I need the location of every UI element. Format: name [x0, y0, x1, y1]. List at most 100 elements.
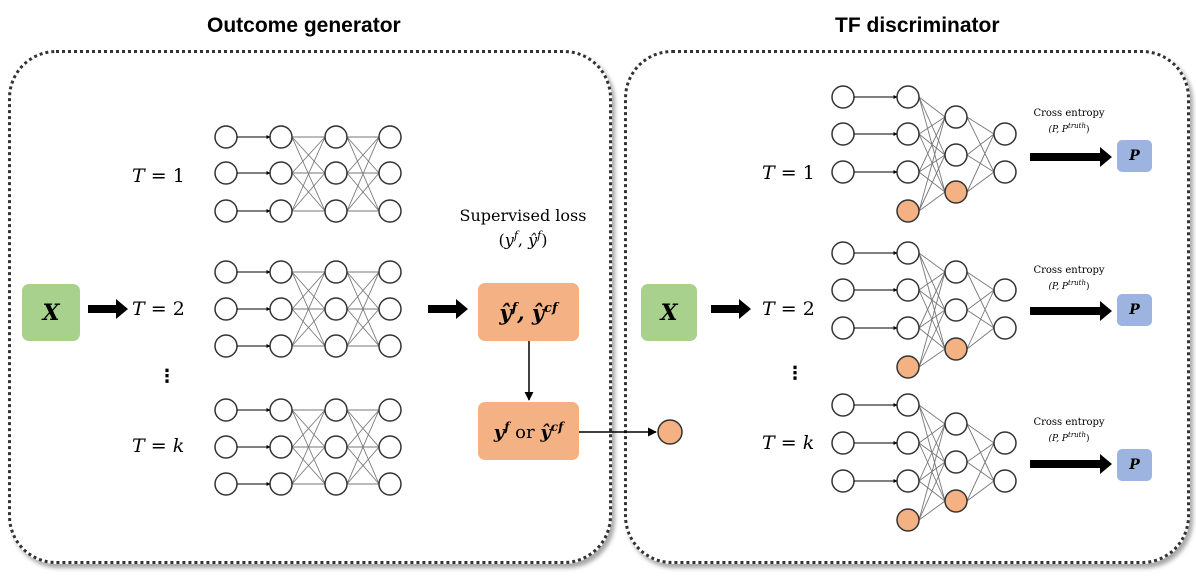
network-node	[269, 435, 293, 459]
network-node	[944, 298, 968, 322]
discriminator-label-t1: T = 1	[762, 162, 815, 184]
generator-ellipsis: ⋮	[158, 366, 176, 387]
network-edge	[291, 136, 326, 212]
network-node	[324, 297, 348, 321]
cross-entropy-label-3: Cross entropy (P, Ptruth)	[1033, 417, 1105, 444]
network-edge	[918, 404, 946, 425]
outcome-box: ŷf, ŷcf	[478, 283, 579, 341]
network-edge	[291, 308, 326, 347]
network-node	[324, 161, 348, 185]
network-node	[896, 241, 920, 265]
generator-output-arrow	[428, 299, 468, 319]
network-node	[896, 469, 920, 493]
network-edge	[966, 116, 995, 135]
network-node	[831, 431, 855, 455]
network-edge	[291, 446, 326, 485]
treatment-node	[896, 508, 920, 532]
cross-entropy-label-1: Cross entropy (P, Ptruth)	[1033, 108, 1105, 135]
supervised-loss-label: Supervised loss (yf, ŷf)	[459, 206, 587, 250]
generator-label-t1: T = 1	[132, 165, 185, 187]
network-node	[324, 260, 348, 284]
selected-outcome-box: yf or ŷcf	[478, 402, 579, 460]
network-node	[214, 334, 238, 358]
network-node	[944, 450, 968, 474]
network-edge	[918, 191, 946, 212]
network-edge	[918, 309, 946, 368]
network-edge	[346, 271, 380, 347]
discriminator-panel	[624, 50, 1190, 564]
discriminator-head-arrow	[1030, 454, 1112, 474]
discriminator-output-box-3: P	[1117, 449, 1152, 481]
network-node	[324, 125, 348, 149]
network-node	[896, 393, 920, 417]
network-edge	[918, 348, 946, 368]
network-edge	[966, 442, 995, 463]
generator-label-tk: T = k	[132, 435, 185, 457]
network-node	[269, 472, 293, 496]
network-edge	[346, 271, 380, 310]
network-edge	[918, 423, 946, 444]
network-node	[214, 260, 238, 284]
network-node	[896, 431, 920, 455]
network-edge	[918, 271, 946, 368]
network-node	[993, 316, 1017, 340]
discriminator-output-box-2: P	[1117, 294, 1152, 326]
discriminator-head-arrow	[1030, 147, 1112, 167]
network-node	[214, 125, 238, 149]
network-node	[944, 260, 968, 284]
network-node	[378, 260, 402, 284]
network-node	[896, 160, 920, 184]
discriminator-ellipsis: ⋮	[786, 363, 804, 384]
discriminator-head-arrow	[1030, 301, 1112, 321]
network-node	[324, 199, 348, 223]
network-edge	[966, 423, 995, 444]
network-node	[324, 398, 348, 422]
network-node	[214, 398, 238, 422]
network-node	[378, 398, 402, 422]
network-edge	[966, 133, 995, 156]
generator-panel	[8, 50, 612, 564]
discriminator-label-t2: T = 2	[762, 298, 815, 320]
network-node	[378, 334, 402, 358]
treatment-node	[896, 355, 920, 379]
network-node	[944, 143, 968, 167]
network-node	[944, 412, 968, 436]
network-edge	[966, 271, 995, 291]
discriminator-label-tk: T = k	[762, 432, 815, 454]
discriminator-output-box-1: P	[1117, 140, 1152, 172]
network-edge	[966, 480, 995, 502]
network-node	[214, 472, 238, 496]
network-node	[831, 316, 855, 340]
discriminator-input-label: X	[660, 299, 678, 326]
network-node	[831, 122, 855, 146]
network-node	[896, 278, 920, 302]
network-node	[269, 260, 293, 284]
treatment-node	[944, 180, 968, 204]
network-edge	[966, 289, 995, 311]
treatment-node	[944, 337, 968, 361]
generator-input-label: X	[42, 299, 60, 326]
network-node	[378, 125, 402, 149]
network-edge	[918, 271, 946, 291]
network-node	[896, 316, 920, 340]
generator-input-arrow	[88, 299, 128, 319]
network-node	[993, 278, 1017, 302]
network-edge	[291, 271, 326, 310]
network-edge	[291, 409, 326, 448]
discriminator-input-arrow	[711, 299, 751, 319]
network-edge	[918, 423, 946, 521]
network-node	[831, 393, 855, 417]
network-edge	[346, 409, 380, 485]
network-node	[944, 105, 968, 129]
network-node	[214, 435, 238, 459]
network-edge	[966, 171, 995, 193]
generator-label-t2: T = 2	[132, 298, 185, 320]
network-edge	[291, 409, 326, 485]
network-edge	[918, 116, 946, 173]
network-node	[831, 85, 855, 109]
network-node	[269, 334, 293, 358]
network-node	[896, 122, 920, 146]
network-node	[378, 161, 402, 185]
